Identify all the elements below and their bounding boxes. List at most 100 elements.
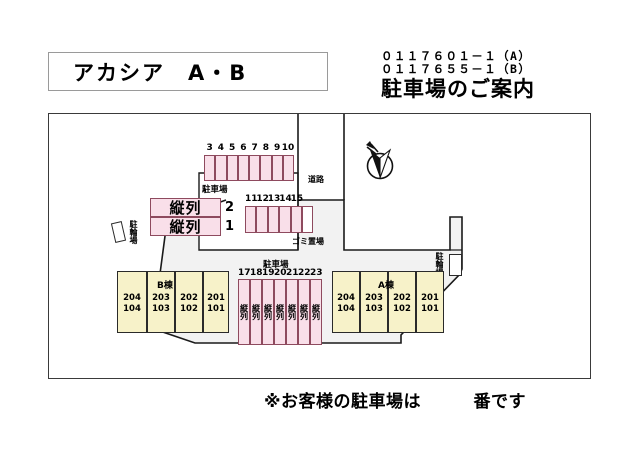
building-a-unit-block-2[interactable]: [360, 271, 388, 333]
parking-row-second: [245, 206, 313, 233]
building-a-unit-1-lower: 104: [337, 304, 355, 314]
stall-15[interactable]: [290, 206, 302, 233]
stall-number-8: 8: [262, 143, 269, 153]
building-a-unit-4-upper: 201: [421, 293, 439, 303]
tandem-box-2-number: 2: [225, 200, 235, 215]
stall-12[interactable]: [256, 206, 268, 233]
stall-number-14: 14: [279, 194, 292, 204]
building-b-unit-1-upper: 204: [123, 293, 141, 303]
tandem-box-1-number: 1: [225, 219, 235, 234]
building-b-unit-block-4[interactable]: [203, 271, 229, 333]
footer-note: ※お客様の駐車場は 番です: [264, 391, 527, 412]
building-b-unit-block-2[interactable]: [147, 271, 175, 333]
building-b-unit-block-3[interactable]: [175, 271, 203, 333]
building-b-unit-3-upper: 202: [180, 293, 198, 303]
building-a-unit-3-lower: 102: [393, 304, 411, 314]
site-map-frame: 駐車場 3 4 5 6 7 8 9 10 道路 11: [48, 113, 591, 379]
stall-number-6: 6: [240, 143, 247, 153]
stall-18-label: 縦列: [251, 304, 261, 320]
stall-number-18: 18: [250, 268, 263, 278]
stall-17-label: 縦列: [239, 304, 249, 320]
stall-21[interactable]: 縦列: [286, 279, 298, 345]
parking-row-tandem: 縦列 縦列 縦列 縦列 縦列 縦列 縦列: [238, 279, 322, 345]
building-b-unit-3-lower: 102: [180, 304, 198, 314]
stall-number-10: 10: [281, 143, 295, 153]
building-a-unit-block-3[interactable]: [388, 271, 416, 333]
building-b-unit-2-upper: 203: [152, 293, 170, 303]
stall-9[interactable]: [271, 155, 283, 181]
stall-number-7: 7: [251, 143, 258, 153]
building-a-unit-block-4[interactable]: [416, 271, 444, 333]
stall-23[interactable]: 縦列: [310, 279, 322, 345]
stall-number-4: 4: [217, 143, 224, 153]
property-code-b: ０１１７６５５－１（B）: [381, 62, 532, 76]
stall-21-label: 縦列: [287, 304, 297, 320]
stall-number-9: 9: [273, 143, 281, 153]
building-a-unit-4-lower: 101: [421, 304, 439, 314]
building-a-unit-2-upper: 203: [365, 293, 383, 303]
stall-13[interactable]: [267, 206, 280, 233]
stall-number-17: 17: [238, 268, 251, 278]
stall-20-label: 縦列: [275, 304, 285, 320]
tandem-box-2[interactable]: 縦列: [150, 198, 221, 217]
stall-number-11: 11: [245, 194, 258, 204]
stall-8[interactable]: [260, 155, 272, 181]
parking-label-top: 駐車場: [202, 185, 228, 195]
bicycle-parking-left-label: 駐輪場: [129, 220, 138, 244]
stall-7[interactable]: [249, 155, 261, 181]
stall-4[interactable]: [215, 155, 227, 181]
parking-label-tandem: 駐車場: [263, 260, 289, 270]
garbage-cell: [302, 206, 313, 233]
stall-20[interactable]: 縦列: [274, 279, 286, 345]
north-arrow-icon: [366, 141, 394, 180]
stall-3[interactable]: [204, 155, 216, 181]
stall-17[interactable]: 縦列: [238, 279, 250, 345]
stall-22-label: 縦列: [299, 304, 309, 320]
property-code-a: ０１１７６０１－１（A）: [381, 49, 532, 63]
stall-22[interactable]: 縦列: [298, 279, 310, 345]
building-b-name: B棟: [157, 281, 173, 291]
building-a-name: A棟: [378, 281, 394, 291]
road-label: 道路: [308, 175, 324, 184]
tandem-box-1-label: 縦列: [169, 218, 202, 236]
stall-6[interactable]: [237, 155, 249, 181]
stall-18[interactable]: 縦列: [250, 279, 262, 345]
footer-note-row: ※お客様の駐車場は 番です: [264, 386, 594, 412]
stall-number-21: 21: [286, 268, 299, 278]
building-b-unit-block-1[interactable]: [117, 271, 147, 333]
tandem-box-1[interactable]: 縦列: [150, 217, 221, 236]
building-b-unit-1-lower: 104: [123, 304, 141, 314]
stall-number-20: 20: [274, 268, 287, 278]
property-title-box: アカシア A・B: [48, 52, 328, 91]
guide-title: 駐車場のご案内: [381, 77, 535, 101]
building-a-unit-3-upper: 202: [393, 293, 411, 303]
stall-number-22: 22: [298, 268, 311, 278]
page-title: アカシア A・B: [73, 60, 248, 85]
stall-number-3: 3: [206, 143, 213, 153]
stall-10[interactable]: [282, 155, 294, 181]
garbage-label: ゴミ置場: [292, 237, 324, 246]
stall-19[interactable]: 縦列: [262, 279, 274, 345]
stall-number-23: 23: [310, 268, 323, 278]
stall-14[interactable]: [279, 206, 291, 233]
tandem-box-2-label: 縦列: [169, 199, 202, 217]
property-code-block: ０１１７６０１－１（A） ０１１７６５５－１（B） 駐車場のご案内: [381, 49, 601, 102]
building-a: 204 104 203 103 202 102 201 101 A棟: [332, 271, 444, 333]
stall-19-label: 縦列: [263, 304, 273, 320]
building-a-unit-2-lower: 103: [365, 304, 383, 314]
building-a-unit-block-1[interactable]: [332, 271, 360, 333]
stall-5[interactable]: [226, 155, 238, 181]
stall-number-12: 12: [256, 194, 269, 204]
building-b-unit-2-lower: 103: [152, 304, 170, 314]
building-b-unit-4-upper: 201: [207, 293, 225, 303]
stall-number-13: 13: [267, 194, 281, 204]
building-b-unit-4-lower: 101: [207, 304, 225, 314]
building-a-unit-1-upper: 204: [337, 293, 355, 303]
stall-number-19: 19: [262, 268, 275, 278]
building-b: 204 104 203 103 202 102 201 101 B棟: [117, 271, 229, 333]
stall-11[interactable]: [245, 206, 257, 233]
parking-row-top: [204, 155, 294, 181]
stall-number-5: 5: [228, 143, 236, 153]
bicycle-parking-right-box: [449, 254, 462, 276]
